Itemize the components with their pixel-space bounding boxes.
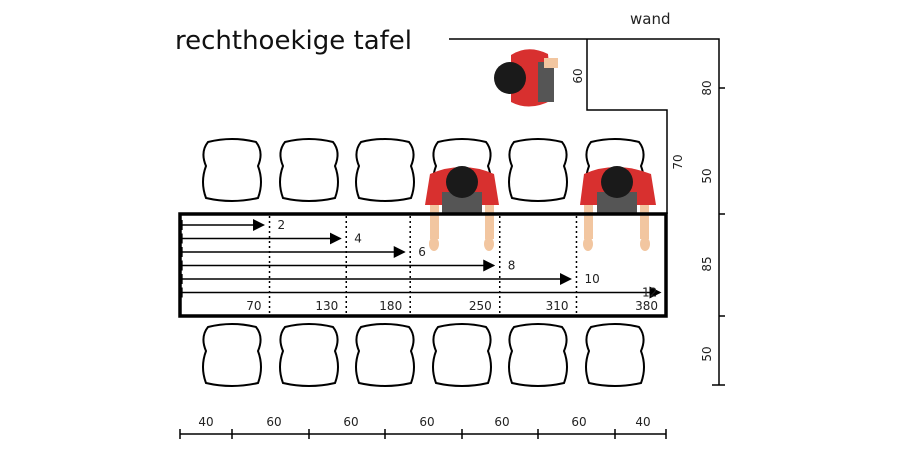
chairs-bottom-row bbox=[202, 323, 645, 387]
table-length-label: 180 bbox=[379, 299, 402, 313]
chair bbox=[202, 138, 262, 202]
table bbox=[178, 212, 668, 318]
chair bbox=[585, 323, 645, 387]
person-seated bbox=[425, 166, 499, 251]
wall-label: wand bbox=[630, 10, 671, 28]
table-length-label: 250 bbox=[469, 299, 492, 313]
bottom-dim-5: 60 bbox=[494, 415, 509, 429]
chair bbox=[355, 138, 415, 202]
table-length-label: 130 bbox=[315, 299, 338, 313]
bottom-dim-6: 60 bbox=[571, 415, 586, 429]
right-dim-3: 85 bbox=[700, 256, 714, 271]
seat-count-label: 6 bbox=[418, 245, 426, 259]
bottom-dim-2: 60 bbox=[266, 415, 281, 429]
bottom-dim-4: 60 bbox=[419, 415, 434, 429]
bottom-dimension-line bbox=[179, 429, 667, 439]
niche-depth-label: 60 bbox=[571, 68, 585, 83]
chair bbox=[508, 138, 568, 202]
seat-count-label: 2 bbox=[278, 218, 286, 232]
right-dim-2: 50 bbox=[700, 168, 714, 183]
bottom-dim-1: 40 bbox=[198, 415, 213, 429]
bottom-dim-3: 60 bbox=[343, 415, 358, 429]
table-length-label: 310 bbox=[546, 299, 569, 313]
chair bbox=[508, 323, 568, 387]
right-dim-1: 80 bbox=[700, 80, 714, 95]
chair bbox=[355, 323, 415, 387]
right-dim-4: 50 bbox=[700, 346, 714, 361]
seat-count-label: 10 bbox=[584, 272, 599, 286]
chairs-top-row bbox=[202, 138, 645, 202]
niche-height-label: 70 bbox=[671, 154, 685, 169]
table-length-label: 70 bbox=[246, 299, 261, 313]
wall-outline bbox=[449, 38, 725, 386]
seat-count-label: 8 bbox=[508, 259, 516, 273]
chair bbox=[202, 323, 262, 387]
bottom-dim-7: 40 bbox=[635, 415, 650, 429]
seat-division-lines bbox=[268, 216, 578, 314]
chair bbox=[432, 323, 492, 387]
chair bbox=[279, 323, 339, 387]
diagram-title: rechthoekige tafel bbox=[175, 26, 412, 56]
seat-count-label: 4 bbox=[354, 232, 362, 246]
chair bbox=[279, 138, 339, 202]
person-seated bbox=[580, 166, 656, 251]
person-passing bbox=[494, 49, 558, 107]
seat-count-label: 12 bbox=[642, 286, 657, 300]
table-length-label: 380 bbox=[635, 299, 658, 313]
